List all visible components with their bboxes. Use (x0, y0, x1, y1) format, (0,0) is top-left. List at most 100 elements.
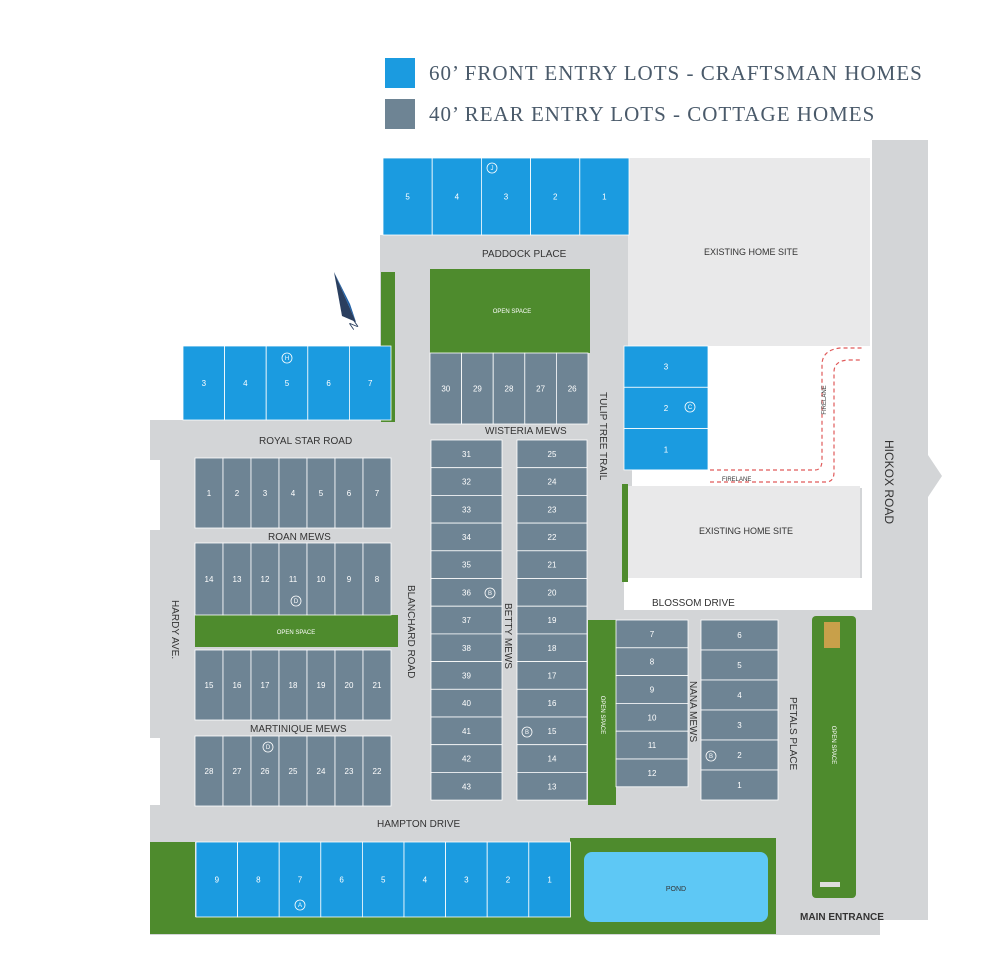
lot-number: 20 (345, 681, 354, 690)
lot-rear-entry (516, 688, 588, 718)
lot-number: 25 (289, 767, 298, 776)
lot-number: 22 (548, 533, 557, 542)
lot-rear-entry (615, 703, 689, 732)
lot-rear-entry (250, 457, 280, 529)
lot-number: 5 (319, 489, 324, 498)
entrance-sign-bottom (820, 882, 840, 887)
lot-rear-entry (516, 439, 588, 469)
firelane-lot-area (710, 346, 860, 470)
label-existing-home-site-2: EXISTING HOME SITE (699, 526, 793, 536)
lot-front-entry (486, 841, 530, 918)
lot-rear-entry (430, 439, 503, 469)
entrance-sign-top (824, 622, 840, 648)
lot-front-entry (361, 841, 405, 918)
lot-rear-entry (516, 744, 588, 773)
lot-number: 28 (205, 767, 214, 776)
lot-front-entry (348, 345, 392, 421)
lot-front-entry (579, 157, 630, 236)
lot-number: 39 (462, 671, 471, 680)
lot-number: 3 (202, 379, 207, 388)
block-badge (684, 401, 696, 413)
lot-rear-entry (516, 633, 588, 663)
legend-front-entry: 60’ FRONT ENTRY LOTS - CRAFTSMAN HOMES (385, 58, 923, 88)
green-left-bottom (150, 842, 195, 934)
block-badge (294, 899, 306, 911)
block-badge (484, 587, 496, 599)
lot-rear-entry (516, 578, 588, 607)
lot-number: 7 (375, 489, 380, 498)
lot-number: 2 (235, 489, 240, 498)
lot-number: 3 (464, 876, 469, 885)
lot-front-entry (528, 841, 571, 918)
lot-rear-entry (516, 772, 588, 801)
lot-rear-entry (250, 542, 280, 616)
lot-front-entry (195, 841, 238, 918)
lot-number: 1 (547, 876, 552, 885)
lot-number: 38 (462, 644, 471, 653)
lot-number: 7 (298, 876, 303, 885)
lot-number: 4 (243, 379, 248, 388)
lot-front-entry (237, 841, 280, 918)
lot-number: 34 (462, 533, 471, 542)
lot-rear-entry (430, 688, 503, 718)
block-badge-letter: D (294, 599, 299, 605)
green-strip-tulip-corner (622, 484, 628, 582)
lot-rear-entry (250, 649, 280, 721)
lot-rear-entry (430, 772, 503, 801)
lot-number: 13 (233, 575, 242, 584)
lot-number: 29 (473, 385, 482, 394)
lot-rear-entry (306, 542, 336, 616)
block-badge-letter: B (525, 730, 529, 736)
legend-rear-entry: 40’ REAR ENTRY LOTS - COTTAGE HOMES (385, 99, 875, 129)
lot-rear-entry (516, 716, 588, 746)
lot-number: 5 (405, 193, 410, 202)
lot-rear-entry (516, 605, 588, 635)
lot-front-entry (224, 345, 267, 421)
lot-rear-entry (429, 352, 463, 425)
label-pond: POND (666, 886, 686, 893)
lot-rear-entry (194, 542, 224, 616)
lot-number: 1 (737, 781, 742, 790)
legend-rear-label: 40’ REAR ENTRY LOTS - COTTAGE HOMES (429, 101, 876, 126)
lot-number: 16 (548, 699, 557, 708)
lot-rear-entry (516, 661, 588, 690)
lot-rear-entry (362, 649, 392, 721)
block-badge-letter: H (285, 356, 289, 362)
lot-number: 13 (548, 782, 557, 791)
lot-rear-entry (194, 735, 224, 807)
lot-number: 11 (648, 741, 657, 750)
lot-number: 5 (381, 876, 386, 885)
street-blossom-drive: BLOSSOM DRIVE (652, 598, 735, 609)
lot-number: 23 (548, 505, 557, 514)
lot-number: 30 (441, 385, 450, 394)
street-royal-star-road: ROYAL STAR ROAD (259, 436, 352, 447)
lot-rear-entry (306, 649, 336, 721)
lot-rear-entry (362, 457, 392, 529)
lot-front-entry (445, 841, 488, 918)
lot-number: 37 (462, 616, 471, 625)
lot-number: 4 (455, 193, 460, 202)
lot-front-entry (320, 841, 363, 918)
lot-front-entry (307, 345, 350, 421)
lot-number: 10 (317, 575, 326, 584)
existing-home-site-2 (628, 486, 860, 578)
lot-number: 4 (423, 876, 428, 885)
street-paddock-place: PADDOCK PLACE (482, 249, 567, 260)
lot-rear-entry (615, 675, 689, 704)
street-hickox-road: HICKOX ROAD (882, 440, 896, 524)
lot-number: 19 (317, 681, 326, 690)
block-badge (521, 726, 533, 738)
lot-number: 22 (373, 767, 382, 776)
lot-number: 5 (737, 661, 742, 670)
north-compass: N (334, 272, 361, 333)
lot-rear-entry (222, 457, 252, 529)
lot-front-entry (182, 345, 225, 421)
lot-rear-entry (700, 619, 779, 651)
block-badge (705, 750, 717, 762)
lot-rear-entry (250, 735, 280, 807)
lot-number: 2 (506, 876, 511, 885)
lot-number: 12 (648, 769, 657, 778)
lot-number: 41 (462, 727, 471, 736)
lot-number: 17 (548, 671, 557, 680)
